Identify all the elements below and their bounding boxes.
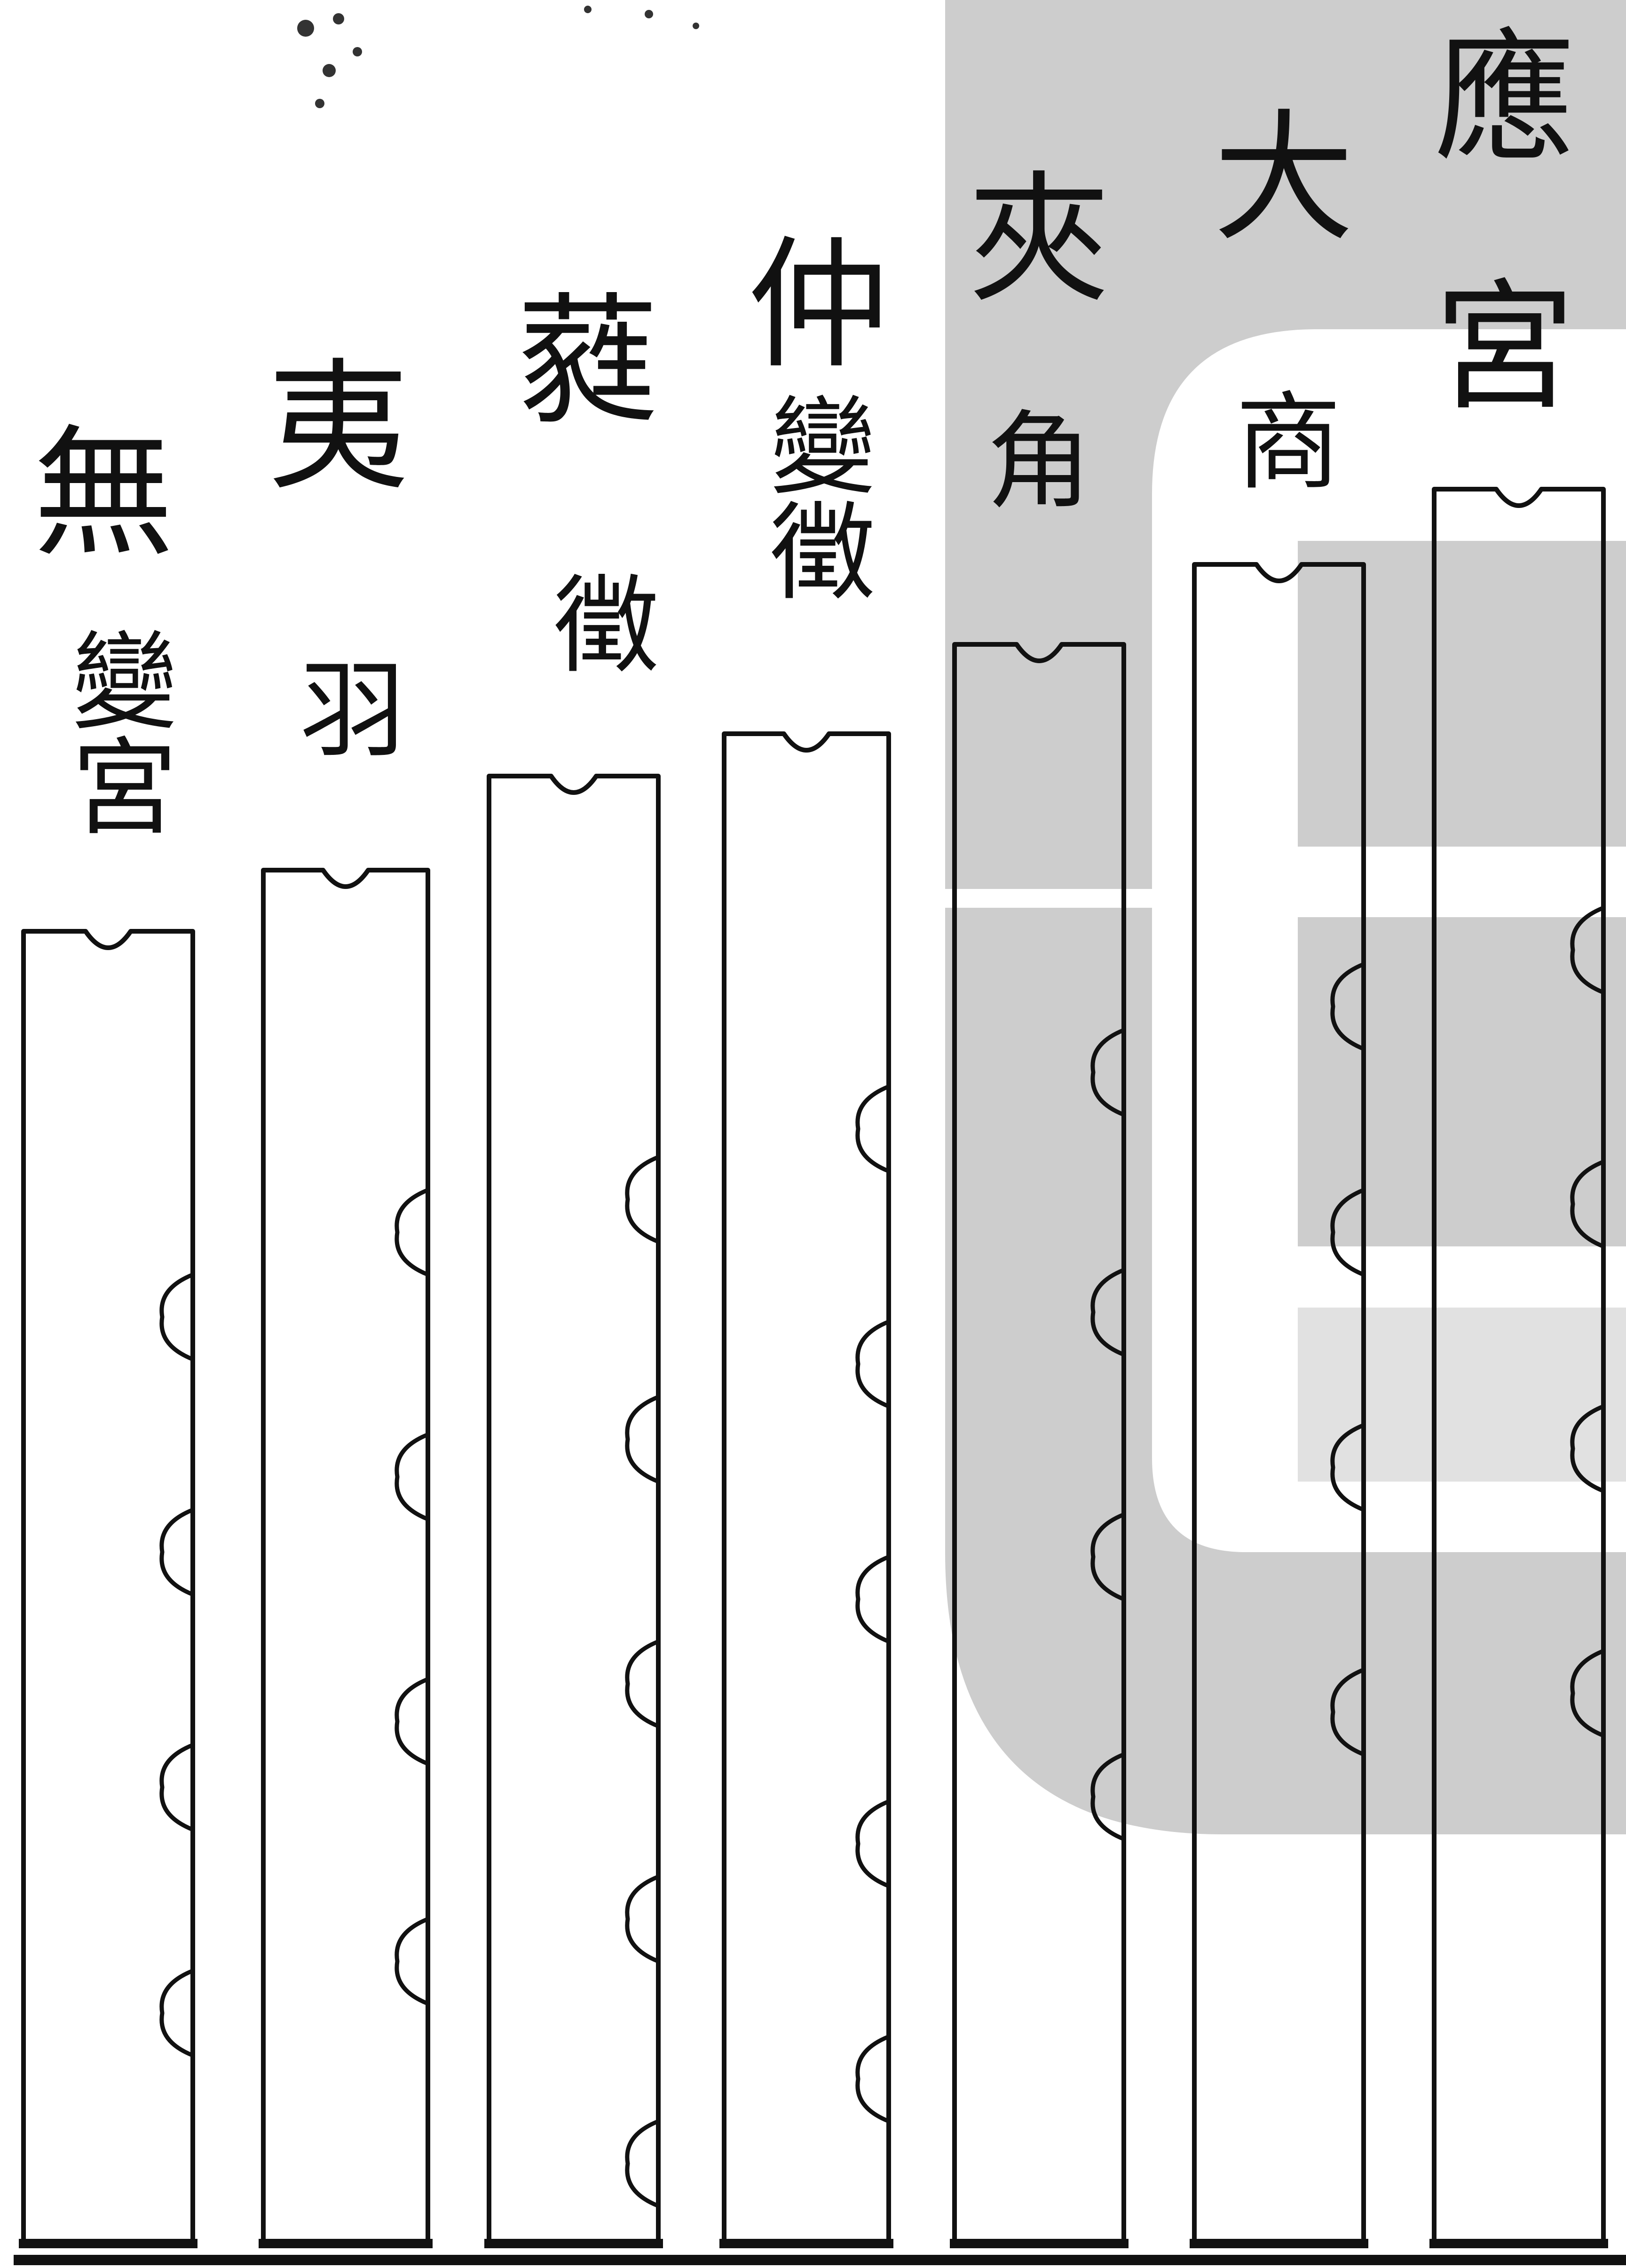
finger-hole — [625, 1395, 659, 1484]
finger-hole — [855, 1554, 890, 1644]
finger-hole — [1090, 1268, 1125, 1357]
pipe-label-rui: 蕤 — [517, 280, 658, 444]
pipe-label-zhong: 仲 — [748, 223, 889, 388]
finger-hole — [1090, 1752, 1125, 1841]
finger-hole — [1570, 1404, 1604, 1493]
finger-hole — [1330, 1423, 1365, 1512]
pipe-role-bian-zhi-1: 變徵 — [770, 386, 876, 615]
finger-hole — [159, 1272, 194, 1362]
finger-hole — [1090, 1512, 1125, 1602]
ink-speckles — [297, 6, 699, 108]
pipe-role-jue: 角 — [986, 400, 1092, 523]
pipe-label-jia: 夾 — [969, 158, 1110, 322]
pipe-outline-3 — [722, 731, 891, 2244]
pipe-role-yu: 羽 — [300, 650, 406, 773]
finger-hole — [855, 1799, 890, 1888]
finger-hole — [395, 1677, 429, 1766]
finger-hole — [159, 1968, 194, 2058]
finger-hole — [1330, 1667, 1365, 1757]
finger-hole — [625, 2119, 659, 2208]
pipe-outline-6 — [21, 929, 195, 2244]
pipe-role-gong: 宮 — [1434, 266, 1575, 430]
pipe-outline-4 — [487, 774, 661, 2244]
pipe-label-wu: 無 — [33, 412, 174, 576]
finger-hole — [159, 1743, 194, 1832]
pipe-role-bian-gong: 變宮 — [71, 621, 178, 850]
finger-hole — [395, 1917, 429, 2006]
pipe-role-shang: 商 — [1235, 381, 1342, 505]
pipe-role-zhi: 徵 — [553, 565, 660, 688]
pipe-label-yi: 夷 — [268, 346, 409, 510]
pipe-outline-0 — [1432, 487, 1606, 2244]
finger-hole — [1090, 1028, 1125, 1117]
finger-hole — [395, 1432, 429, 1522]
finger-hole — [395, 1188, 429, 1277]
pipe-outline-5 — [261, 868, 430, 2244]
finger-hole — [855, 1084, 890, 1174]
finger-hole — [625, 1874, 659, 1964]
finger-hole — [159, 1507, 194, 1597]
finger-hole — [1570, 1159, 1604, 1249]
pipe-outline-2 — [952, 642, 1126, 2244]
finger-hole — [625, 1639, 659, 1729]
finger-hole — [1570, 1649, 1604, 1738]
finger-hole — [855, 1319, 890, 1409]
finger-hole — [625, 1155, 659, 1244]
watermark-logo — [945, 0, 1626, 1834]
finger-hole — [1570, 905, 1604, 995]
pipe-outline-1 — [1192, 562, 1366, 2244]
finger-hole — [1330, 962, 1365, 1051]
pipe-label-da: 大 — [1213, 96, 1354, 261]
finger-hole — [1330, 1188, 1365, 1277]
finger-hole — [855, 2034, 890, 2124]
pipe-label-ying: 應 — [1434, 16, 1575, 181]
